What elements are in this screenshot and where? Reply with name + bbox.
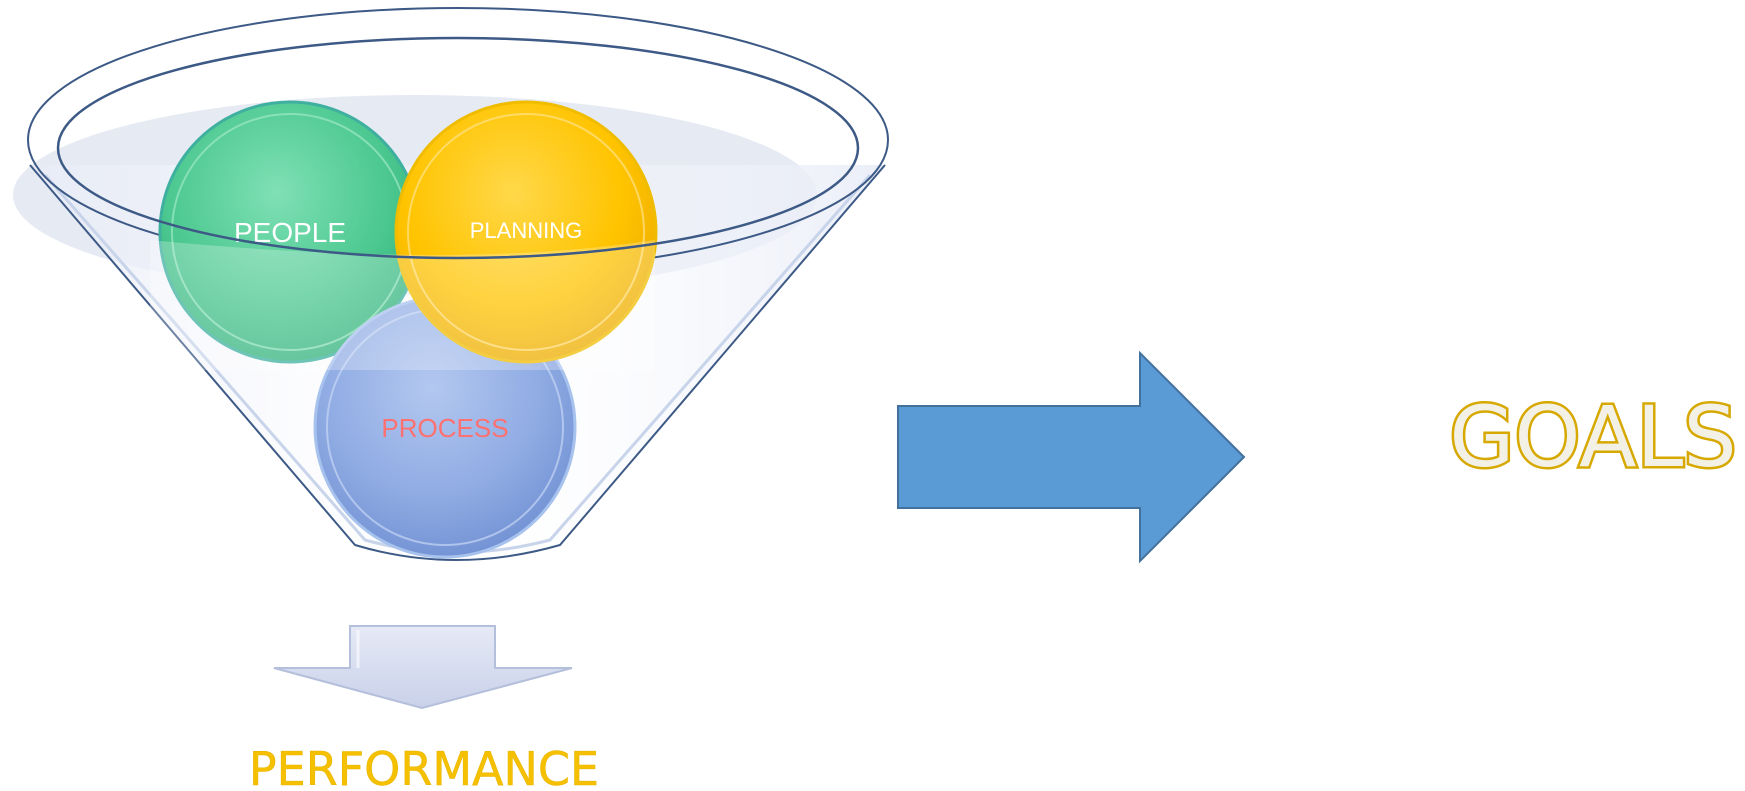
planning-label: PLANNING: [470, 218, 582, 243]
process-label: PROCESS: [381, 413, 508, 443]
planning-circle: PLANNING: [394, 100, 658, 364]
funnel-liquid-overlay: [150, 240, 655, 370]
performance-label: PERFORMANCE: [249, 742, 599, 791]
down-arrow: [273, 625, 573, 710]
funnel-inner-rim: [56, 36, 860, 260]
right-arrow: [897, 350, 1246, 564]
goals-label: GOALS: [1449, 388, 1736, 486]
